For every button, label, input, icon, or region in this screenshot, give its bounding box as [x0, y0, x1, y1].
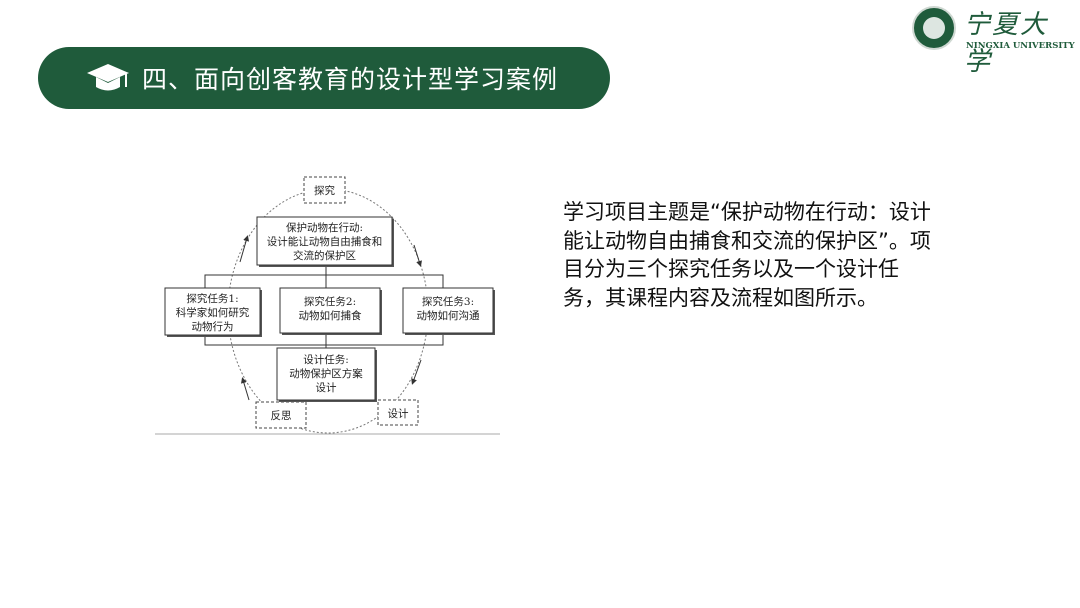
svg-text:探究任务3:: 探究任务3: — [422, 295, 474, 308]
svg-text:设计任务:: 设计任务: — [303, 353, 349, 366]
section-title: 四、面向创客教育的设计型学习案例 — [142, 65, 559, 94]
graduation-cap-icon — [87, 64, 129, 91]
theme-box: 保护动物在行动: 设计能让动物自由捕食和 交流的保护区 — [256, 216, 394, 267]
svg-text:探究任务2:: 探究任务2: — [304, 295, 356, 308]
svg-text:探究: 探究 — [314, 184, 335, 197]
connectors — [204, 265, 444, 348]
svg-text:动物如何沟通: 动物如何沟通 — [417, 309, 480, 322]
svg-text:反思: 反思 — [271, 410, 292, 422]
university-logo: 宁夏大学 NINGXIA UNIVERSITY — [910, 4, 1075, 77]
arrow-up-left-2 — [240, 377, 250, 401]
section-title-banner: 四、面向创客教育的设计型学习案例 — [38, 47, 610, 109]
svg-text:探究任务1:: 探究任务1: — [186, 292, 238, 305]
description-line: 能让动物自由捕食和交流的保护区”。项 — [563, 228, 931, 253]
svg-text:设计: 设计 — [316, 381, 337, 394]
arrow-up-left — [239, 235, 250, 263]
svg-text:保护动物在行动:: 保护动物在行动: — [286, 221, 363, 234]
cycle-label-reflect: 反思 — [255, 401, 307, 429]
svg-text:设计: 设计 — [388, 407, 409, 420]
design-task-box: 设计任务: 动物保护区方案 设计 — [276, 347, 377, 402]
university-seal-icon — [912, 6, 956, 50]
logo-name-en: NINGXIA UNIVERSITY — [966, 41, 1075, 51]
logo-name-cn: 宁夏大学 — [964, 10, 1049, 77]
arrow-down-right — [413, 244, 422, 267]
description-line: 务，其课程内容及流程如图所示。 — [563, 285, 878, 310]
svg-text:动物如何捕食: 动物如何捕食 — [299, 309, 362, 322]
svg-text:设计能让动物自由捕食和: 设计能让动物自由捕食和 — [267, 235, 383, 248]
description-text: 学习项目主题是“保护动物在行动：设计 能让动物自由捕食和交流的保护区”。项 目分… — [563, 198, 931, 312]
description-line: 目分为三个探究任务以及一个设计任 — [563, 257, 899, 281]
task1-box: 探究任务1: 科学家如何研究 动物行为 — [164, 287, 262, 337]
svg-text:动物保护区方案: 动物保护区方案 — [289, 367, 363, 380]
svg-text:动物行为: 动物行为 — [192, 320, 234, 333]
task3-box: 探究任务3: 动物如何沟通 — [402, 287, 495, 335]
cycle-label-inquiry: 探究 — [303, 176, 346, 204]
svg-text:交流的保护区: 交流的保护区 — [293, 249, 356, 262]
description-line: 学习项目主题是“保护动物在行动：设计 — [563, 200, 931, 224]
cycle-label-design: 设计 — [377, 399, 419, 426]
svg-text:科学家如何研究: 科学家如何研究 — [176, 306, 250, 319]
arrow-down-right-2 — [411, 359, 422, 385]
task2-box: 探究任务2: 动物如何捕食 — [279, 287, 382, 335]
